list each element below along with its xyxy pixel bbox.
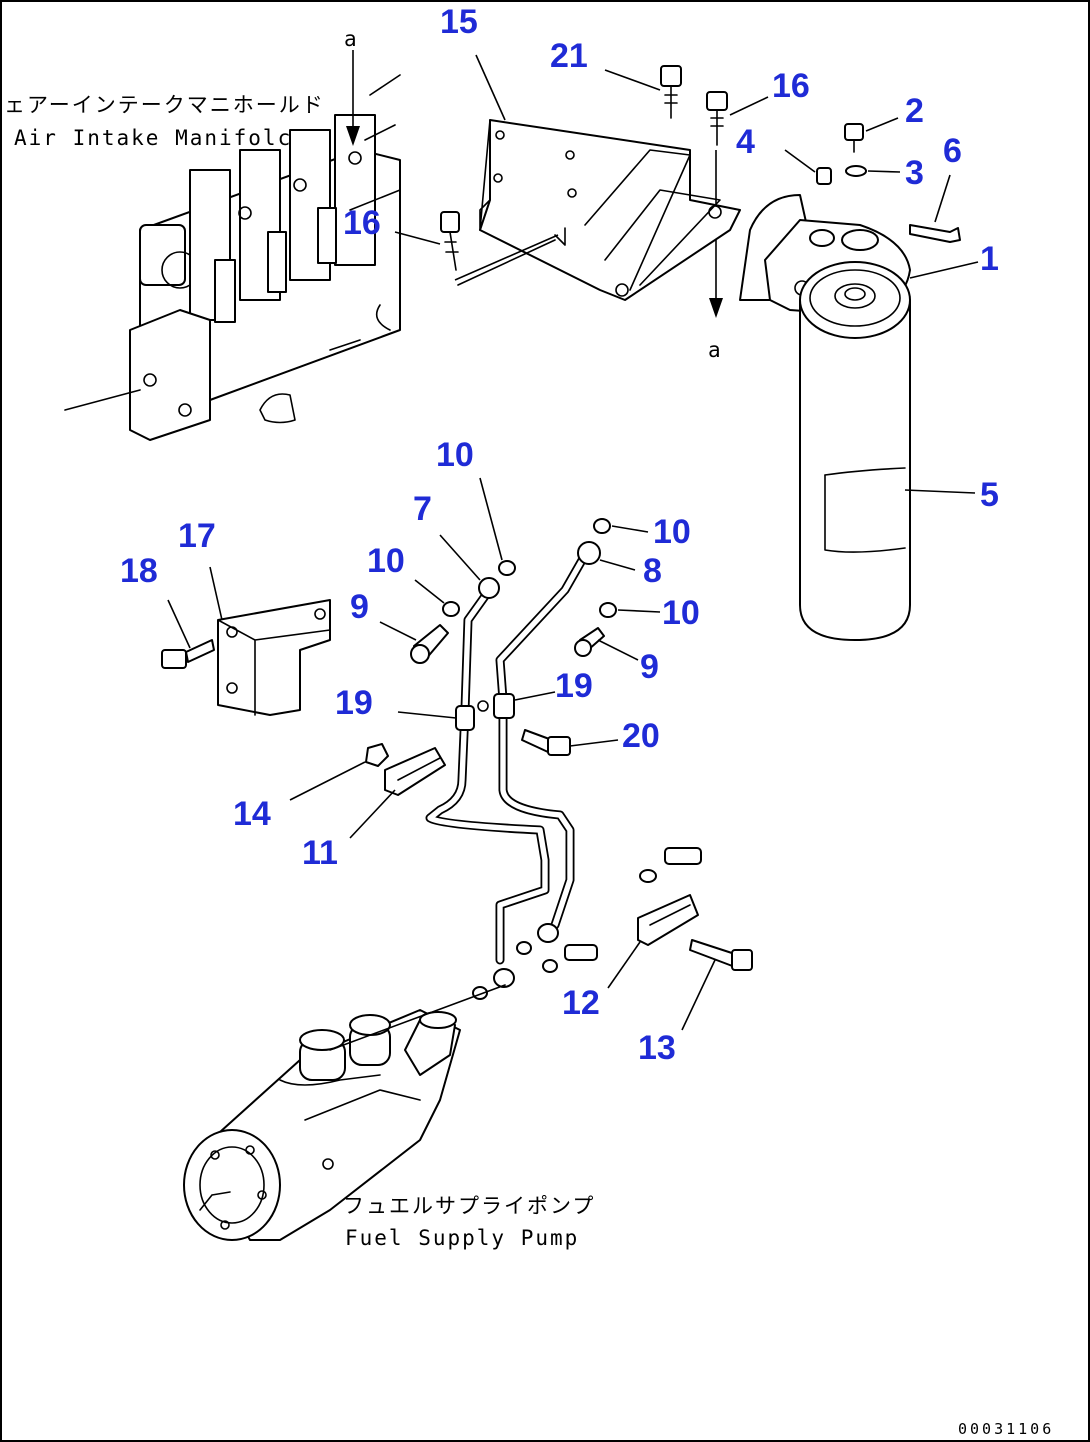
- bolt-20: [521, 729, 571, 756]
- callout-10-right-upper: 10: [653, 513, 691, 551]
- callout-12: 12: [562, 984, 600, 1022]
- eye-joint-7: [478, 577, 500, 599]
- bolt-6: [909, 224, 961, 243]
- callout-15: 15: [440, 3, 478, 41]
- eye-bolt-9-right: [574, 627, 605, 657]
- nut-14: [365, 743, 389, 767]
- plug-4: [816, 167, 832, 185]
- bolt-13: [689, 939, 753, 971]
- small-fittings-center: [472, 847, 702, 1000]
- callout-14: 14: [233, 795, 271, 833]
- callout-16-top: 16: [772, 67, 810, 105]
- leader-lines: [167, 54, 979, 1031]
- bolt-2: [844, 123, 864, 153]
- callout-9-left: 9: [350, 588, 369, 626]
- bolt-16-top: [706, 91, 728, 146]
- reference-mark-top: a: [344, 27, 359, 51]
- callout-4: 4: [736, 123, 755, 161]
- callout-19-right: 19: [555, 667, 593, 705]
- washer-10-d: [599, 602, 617, 618]
- callout-8: 8: [643, 552, 662, 590]
- washer-10-c: [442, 601, 460, 617]
- fuel-supply-pump: [183, 984, 506, 1241]
- callout-11: 11: [302, 834, 338, 872]
- callout-20: 20: [622, 717, 660, 755]
- eye-joint-8: [577, 541, 601, 565]
- bolt-18: [161, 639, 215, 669]
- callout-10-top: 10: [436, 436, 474, 474]
- callout-7: 7: [413, 490, 432, 528]
- bolt-21: [660, 65, 682, 119]
- bolt-16-left: [440, 211, 460, 271]
- clamp-11: [384, 747, 446, 796]
- clip-19-right: [477, 693, 515, 719]
- callout-13: 13: [638, 1029, 676, 1067]
- callout-3: 3: [905, 154, 924, 192]
- clamp-12: [637, 894, 699, 946]
- callout-10-right-lower: 10: [662, 594, 700, 632]
- reference-mark-bottom: a: [708, 338, 723, 362]
- callout-16-left: 16: [343, 204, 381, 242]
- washer-3: [845, 165, 867, 177]
- callout-2: 2: [905, 92, 924, 130]
- callout-19-left: 19: [335, 684, 373, 722]
- bracket-17: [217, 599, 331, 716]
- drawing-code: 00031106: [958, 1420, 1054, 1438]
- air-intake-manifold-label-en: Air Intake Manifolc: [14, 126, 292, 150]
- washer-10-b: [593, 518, 611, 534]
- callout-6: 6: [943, 132, 962, 170]
- callout-5: 5: [980, 476, 999, 514]
- bracket-15: [457, 119, 741, 301]
- air-intake-manifold: [64, 74, 401, 441]
- callout-21: 21: [550, 37, 588, 75]
- clip-19-left: [455, 705, 475, 731]
- fuel-pipe-7: [425, 587, 550, 965]
- callout-17: 17: [178, 517, 216, 555]
- callout-9-right: 9: [640, 648, 659, 686]
- callout-10-left: 10: [367, 542, 405, 580]
- filter-cartridge-5: [799, 261, 911, 641]
- air-intake-manifold-label-jp: ェアーインテークマニホールド: [4, 93, 325, 117]
- fuel-supply-pump-label-jp: フュエルサプライポンプ: [343, 1194, 595, 1218]
- eye-bolt-9-left: [410, 624, 449, 664]
- reference-arrow-top: [346, 50, 360, 146]
- callout-18: 18: [120, 552, 158, 590]
- callout-1: 1: [980, 240, 999, 278]
- fuel-supply-pump-label-en: Fuel Supply Pump: [345, 1226, 579, 1250]
- washer-10-a: [498, 560, 516, 576]
